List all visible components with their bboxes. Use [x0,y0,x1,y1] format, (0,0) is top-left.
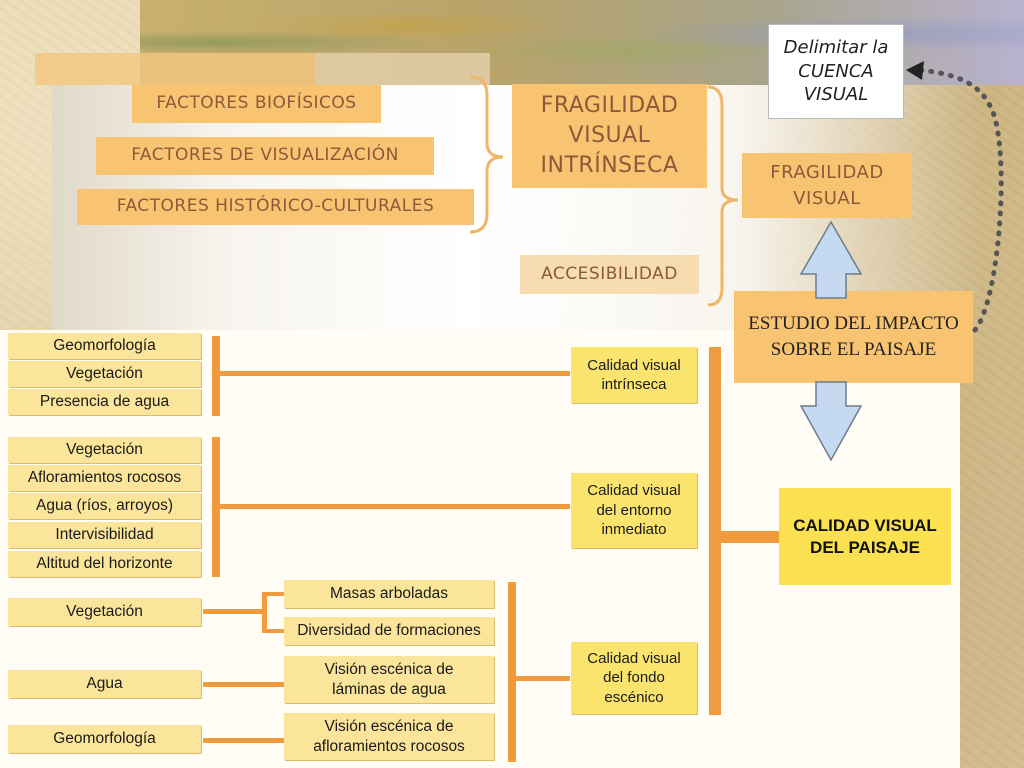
factores-historico-culturales-box: FACTORES HISTÓRICO-CULTURALES [77,189,474,225]
connector-line [212,437,220,577]
connector-line [203,609,263,614]
fragilidad-visual-intrinseca-box: FRAGILIDAD VISUAL INTRÍNSECA [512,84,707,188]
connector-line [508,582,516,762]
list-item: Visión escénica de láminas de agua [284,656,494,703]
connector-line [514,676,570,681]
accesibilidad-box: ACCESIBILIDAD [520,255,699,294]
connector-line [262,592,284,596]
connector-line [709,347,721,715]
calidad-visual-intrinseca-box: Calidad visual intrínseca [571,347,697,403]
list-item: Diversidad de formaciones [284,617,494,645]
connector-line [218,371,570,376]
list-item: Intervisibilidad [8,522,201,548]
factores-visualizacion-box: FACTORES DE VISUALIZACIÓN [96,137,434,175]
connector-line [212,336,220,416]
arrow-down-icon [799,381,863,462]
calidad-visual-paisaje-box: CALIDAD VISUAL DEL PAISAJE [779,488,951,585]
dotted-curved-arrow [917,67,1004,333]
arrow-up-icon [799,220,863,299]
list-item: Presencia de agua [8,389,201,415]
list-item: Masas arboladas [284,580,494,608]
decorative-strip [35,53,315,85]
calidad-visual-entorno-box: Calidad visual del entorno inmediato [571,473,697,548]
factores-biofisicos-box: FACTORES BIOFÍSICOS [132,85,381,123]
list-item: Visión escénica de afloramientos rocosos [284,713,494,760]
list-item: Altitud del horizonte [8,551,201,577]
list-item: Afloramientos rocosos [8,465,201,491]
connector-line [720,531,779,543]
list-item: Agua (ríos, arroyos) [8,493,201,519]
brace-fragilidad [707,85,739,307]
connector-line [203,738,284,743]
fragilidad-visual-box: FRAGILIDAD VISUAL [742,153,912,218]
list-item: Geomorfología [8,725,201,753]
list-item: Vegetación [8,361,201,387]
delimitar-cuenca-visual-box: Delimitar la CUENCA VISUAL [768,24,904,119]
brace-factores [469,75,504,234]
connector-line [262,592,267,632]
list-item: Vegetación [8,437,201,463]
connector-line [218,504,570,509]
connector-line [262,629,284,633]
list-item: Vegetación [8,598,201,626]
estudio-impacto-box: ESTUDIO DEL IMPACTO SOBRE EL PAISAJE [734,291,973,383]
list-item: Geomorfología [8,333,201,359]
list-item: Agua [8,670,201,698]
decorative-strip [315,53,490,85]
calidad-visual-fondo-box: Calidad visual del fondo escénico [571,642,697,714]
connector-line [203,682,284,687]
dotted-arrowhead-icon [906,61,924,80]
